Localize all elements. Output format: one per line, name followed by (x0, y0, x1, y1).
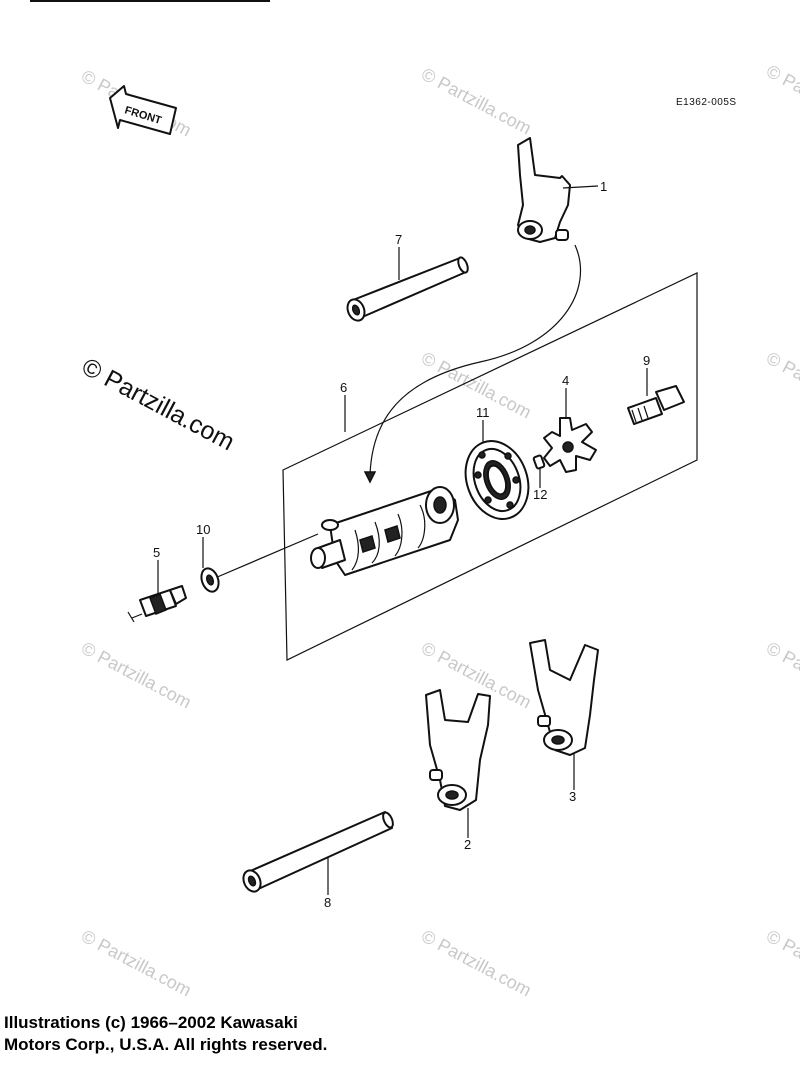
callout-4: 4 (562, 373, 569, 388)
callout-6: 6 (340, 380, 347, 395)
watermark-small: © Partzilla.com (78, 638, 194, 713)
watermark-small: © Partzilla.com (78, 926, 194, 1001)
callout-12: 12 (533, 487, 547, 502)
leader-lines (157, 185, 648, 895)
shift-fork-1 (517, 137, 571, 243)
shift-rod-8 (242, 811, 394, 893)
watermark-small: © Partzilla.com (763, 61, 800, 136)
callout-9: 9 (643, 353, 650, 368)
copyright-notice: Illustrations (c) 1966–2002 Kawasaki Mot… (4, 1012, 327, 1056)
bolt-9 (627, 385, 685, 425)
shift-fork-2 (425, 689, 491, 811)
axis-line (214, 533, 319, 579)
shift-rod-7 (346, 256, 469, 322)
watermark-small: © Partzilla.com (763, 926, 800, 1001)
watermark-small: © Partzilla.com (418, 926, 534, 1001)
assembly-outline (282, 272, 698, 661)
front-arrow-icon: FRONT (109, 85, 177, 135)
callout-3: 3 (569, 789, 576, 804)
cam-plate-4 (543, 417, 597, 473)
callout-11: 11 (476, 405, 490, 420)
callout-numbers: 1 7 6 4 9 11 12 10 5 2 3 8 (153, 179, 650, 910)
diagram-code: E1362-005S (676, 97, 737, 108)
callout-8: 8 (324, 895, 331, 910)
shift-drum-6 (310, 486, 459, 576)
watermark-small: © Partzilla.com (763, 348, 800, 423)
connector-curve (369, 244, 582, 476)
connector-arrowhead (363, 471, 377, 484)
watermark-small: © Partzilla.com (418, 64, 534, 139)
bearing-11 (464, 440, 530, 520)
copyright-line-1: Illustrations (c) 1966–2002 Kawasaki (4, 1013, 298, 1032)
copyright-line-2: Motors Corp., U.S.A. All rights reserved… (4, 1035, 328, 1054)
callout-10: 10 (196, 522, 210, 537)
neutral-switch-5 (127, 585, 187, 623)
callout-5: 5 (153, 545, 160, 560)
washer-10 (200, 567, 220, 593)
shift-fork-3 (529, 639, 599, 756)
watermark-small: © Partzilla.com (763, 638, 800, 713)
callout-2: 2 (464, 837, 471, 852)
pin-12 (532, 454, 546, 470)
callout-7: 7 (395, 232, 402, 247)
watermark-large: © Partzilla.com (77, 353, 239, 457)
callout-1: 1 (600, 179, 607, 194)
